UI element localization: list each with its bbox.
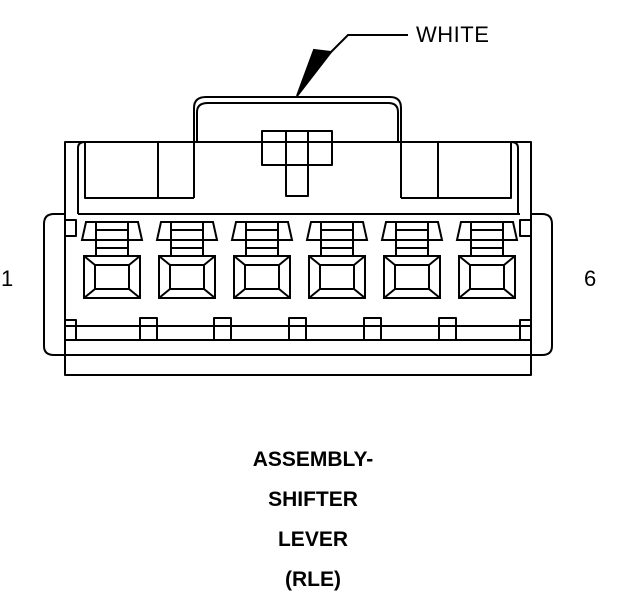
left-flange <box>43 213 65 356</box>
title-line-3: LEVER <box>277 528 348 551</box>
terminal-cavity <box>155 221 219 299</box>
connector-title: ASSEMBLY- SHIFTER LEVER (RLE) <box>200 440 426 600</box>
callout-arrow <box>296 34 408 97</box>
wire-color-label: WHITE <box>416 22 490 47</box>
latch-tab <box>193 96 402 198</box>
pin-number-last: 6 <box>584 266 597 291</box>
terminal-cavity <box>380 221 444 299</box>
top-left-block <box>77 141 159 214</box>
terminal-cavity <box>455 221 519 299</box>
title-line-1: ASSEMBLY- <box>252 448 374 471</box>
title-line-4: (RLE) <box>285 568 341 591</box>
pin-number-first: 1 <box>1 266 14 291</box>
top-right-block <box>437 141 519 214</box>
latch-key <box>261 130 333 166</box>
title-line-2: SHIFTER <box>268 488 358 511</box>
terminal-cavity <box>80 221 144 299</box>
right-flange <box>531 213 553 356</box>
terminal-cavity <box>305 221 369 299</box>
terminal-cavity <box>230 221 294 299</box>
